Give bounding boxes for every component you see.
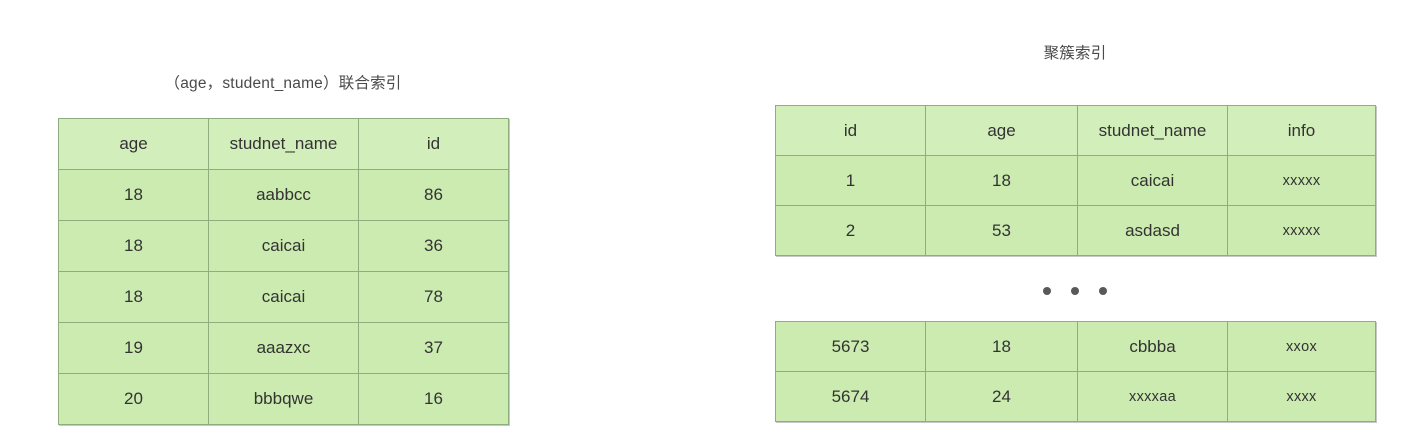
- cell-age: 18: [58, 169, 209, 221]
- table-row: 5673 18 cbbba xxox: [775, 321, 1376, 372]
- cell-studnet-name: aaazxc: [208, 322, 359, 374]
- ellipsis-separator: [775, 283, 1375, 299]
- column-header-studnet-name: studnet_name: [1077, 105, 1228, 156]
- ellipsis-dot: [1043, 287, 1051, 295]
- cell-age: 18: [925, 155, 1078, 206]
- cell-info: xxxxx: [1227, 205, 1376, 256]
- cell-age: 18: [58, 220, 209, 272]
- right-table-title: 聚簇索引: [1043, 45, 1107, 62]
- cell-age: 20: [58, 373, 209, 425]
- column-header-age: age: [925, 105, 1078, 156]
- cell-age: 18: [58, 271, 209, 323]
- cell-id: 78: [358, 271, 509, 323]
- column-header-age: age: [58, 118, 209, 170]
- cell-age: 53: [925, 205, 1078, 256]
- table-row: 5674 24 xxxxaa xxxx: [775, 371, 1376, 422]
- cell-studnet-name: caicai: [208, 220, 359, 272]
- table-header-row: id age studnet_name info: [775, 105, 1376, 156]
- table-row: 18 caicai 36: [58, 220, 509, 272]
- clustered-index-table-top: id age studnet_name info 1 18 caicai xxx…: [775, 105, 1376, 256]
- cell-age: 18: [925, 321, 1078, 372]
- cell-id: 86: [358, 169, 509, 221]
- cell-id: 1: [775, 155, 926, 206]
- column-header-info: info: [1227, 105, 1376, 156]
- column-header-id: id: [775, 105, 926, 156]
- table-header-row: age studnet_name id: [58, 118, 509, 170]
- left-table-title: （age，student_name）联合索引: [164, 75, 402, 92]
- cell-id: 2: [775, 205, 926, 256]
- table-row: 19 aaazxc 37: [58, 322, 509, 374]
- cell-id: 36: [358, 220, 509, 272]
- cell-age: 19: [58, 322, 209, 374]
- cell-studnet-name: asdasd: [1077, 205, 1228, 256]
- cell-id: 5674: [775, 371, 926, 422]
- table-row: 2 53 asdasd xxxxx: [775, 205, 1376, 256]
- cell-age: 24: [925, 371, 1078, 422]
- cell-id: 5673: [775, 321, 926, 372]
- cell-info: xxox: [1227, 321, 1376, 372]
- ellipsis-dot: [1071, 287, 1079, 295]
- joint-index-table: age studnet_name id 18 aabbcc 86 18 caic…: [58, 118, 509, 425]
- table-row: 18 caicai 78: [58, 271, 509, 323]
- cell-info: xxxxx: [1227, 155, 1376, 206]
- ellipsis-dot: [1099, 287, 1107, 295]
- cell-id: 37: [358, 322, 509, 374]
- cell-studnet-name: bbbqwe: [208, 373, 359, 425]
- table-row: 20 bbbqwe 16: [58, 373, 509, 425]
- cell-studnet-name: aabbcc: [208, 169, 359, 221]
- cell-info: xxxx: [1227, 371, 1376, 422]
- cell-id: 16: [358, 373, 509, 425]
- table-row: 18 aabbcc 86: [58, 169, 509, 221]
- column-header-studnet-name: studnet_name: [208, 118, 359, 170]
- table-row: 1 18 caicai xxxxx: [775, 155, 1376, 206]
- cell-studnet-name: caicai: [1077, 155, 1228, 206]
- column-header-id: id: [358, 118, 509, 170]
- cell-studnet-name: cbbba: [1077, 321, 1228, 372]
- cell-studnet-name: xxxxaa: [1077, 371, 1228, 422]
- cell-studnet-name: caicai: [208, 271, 359, 323]
- clustered-index-table-bottom: 5673 18 cbbba xxox 5674 24 xxxxaa xxxx: [775, 321, 1376, 422]
